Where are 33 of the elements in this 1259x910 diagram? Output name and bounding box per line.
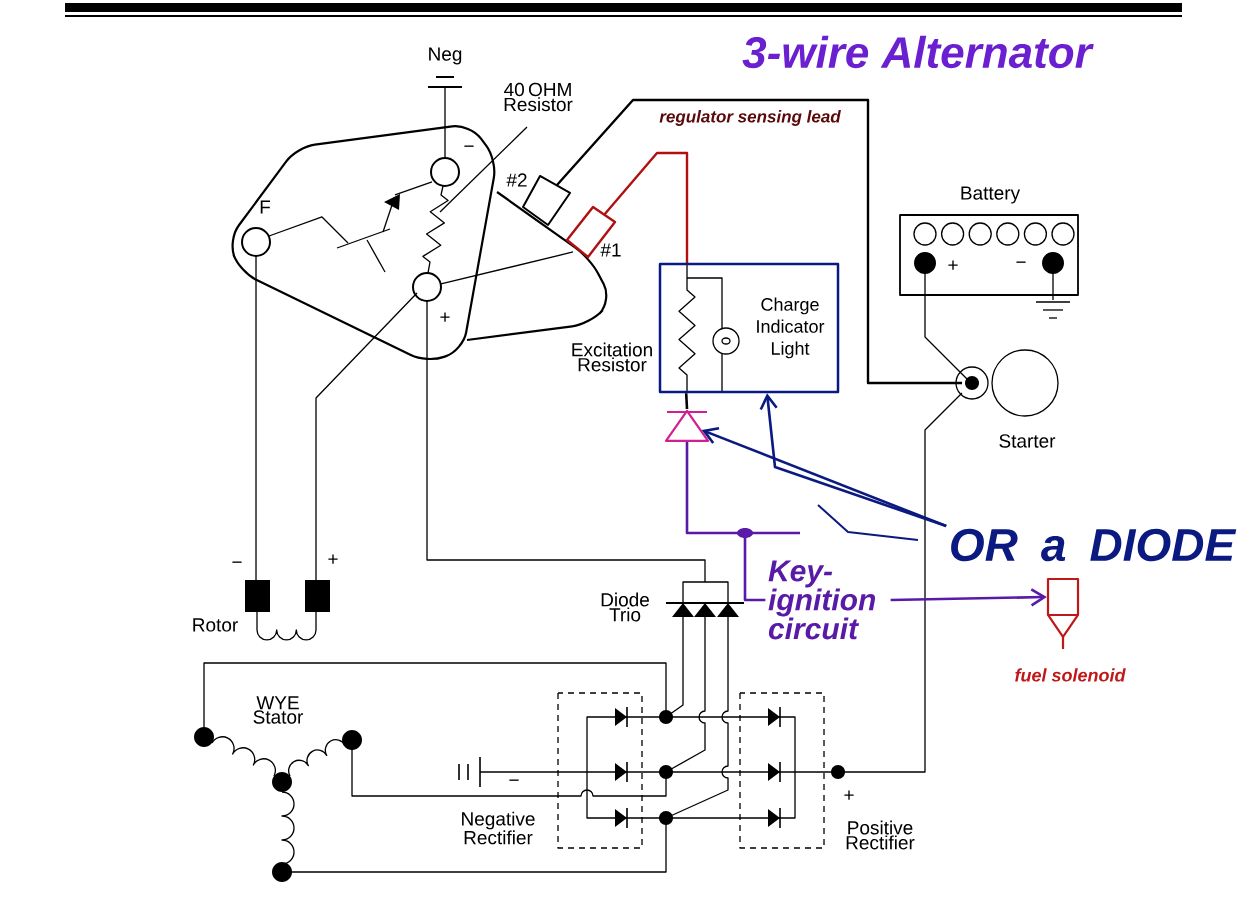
text-label: Battery [961,186,1021,204]
text-label: − [464,145,474,147]
solenoid-symbol [1046,577,1080,649]
text-label: Rotor [193,618,238,632]
arrow [759,393,947,528]
text-label: Positive Rectifier [846,820,915,850]
text-label: + [440,312,450,322]
callout-text: OR a DIODE [951,528,1237,562]
text-label: #1 [600,243,621,257]
text-label: Excitation Resistor [572,342,652,372]
text-label: − [509,779,519,781]
text-label: − [1016,261,1026,263]
text-label: − [232,561,242,563]
indicator-box: Charge Indicator Light [658,262,840,394]
text-label: Neg [429,47,462,65]
text-label: Negative Rectifier [462,811,535,845]
diode-symbol [664,409,710,443]
text-label: F [260,200,271,214]
text-label: 40 OHM Resistor [504,82,573,112]
text-label: + [948,260,958,270]
text-label: + [844,790,854,800]
wire [685,442,766,602]
text-label: + [328,554,338,564]
text-label: #2 [506,173,527,187]
text-label: Diode Trio [601,592,649,622]
wire [684,393,689,410]
caption-text: fuel solenoid [1015,668,1126,682]
text-label: WYE Stator [253,696,304,724]
circuit-label: Key- ignition circuit [768,560,876,640]
text-label: Starter [999,434,1056,448]
title: 3-wire Alternator [742,35,1094,69]
arrow [890,588,1047,607]
lead-label: regulator sensing lead [659,110,841,126]
